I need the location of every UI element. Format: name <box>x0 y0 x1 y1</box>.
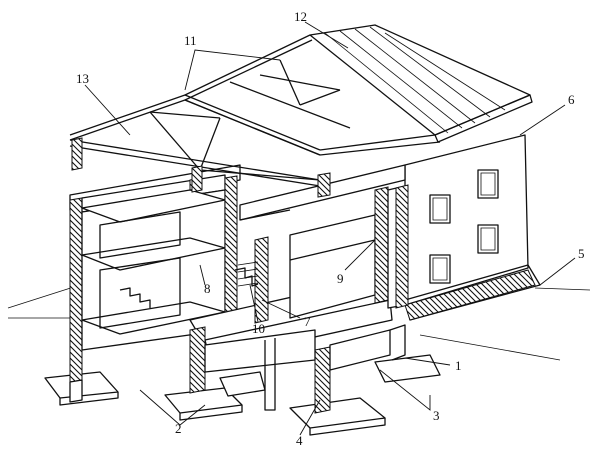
callout-5: 5 <box>578 246 585 261</box>
callout-7: 7 <box>304 314 311 329</box>
callout-4: 4 <box>296 433 303 448</box>
callout-1: 1 <box>455 358 462 373</box>
roof-truss <box>69 34 441 198</box>
leader-lines <box>84 21 576 436</box>
callout-9: 9 <box>337 271 344 286</box>
window-lower-right <box>477 224 499 254</box>
callout-13: 13 <box>76 71 89 86</box>
callout-3: 3 <box>433 408 440 423</box>
callout-12: 12 <box>294 9 307 24</box>
callout-2: 2 <box>175 421 182 436</box>
roof-solid <box>309 24 533 143</box>
callout-11: 11 <box>184 33 197 48</box>
window-upper-left <box>429 194 451 224</box>
callout-8: 8 <box>204 281 211 296</box>
window-upper-right <box>477 169 499 199</box>
foundation-footings <box>44 354 441 436</box>
left-structure <box>69 164 241 403</box>
ground-lines <box>7 284 591 361</box>
right-block <box>404 134 541 321</box>
callout-labels: 1 2 3 4 5 6 7 8 9 10 11 12 13 <box>76 9 585 448</box>
callout-10: 10 <box>252 321 265 336</box>
room-9 <box>289 184 409 319</box>
callout-6: 6 <box>568 92 575 107</box>
window-lower-left <box>429 254 451 284</box>
